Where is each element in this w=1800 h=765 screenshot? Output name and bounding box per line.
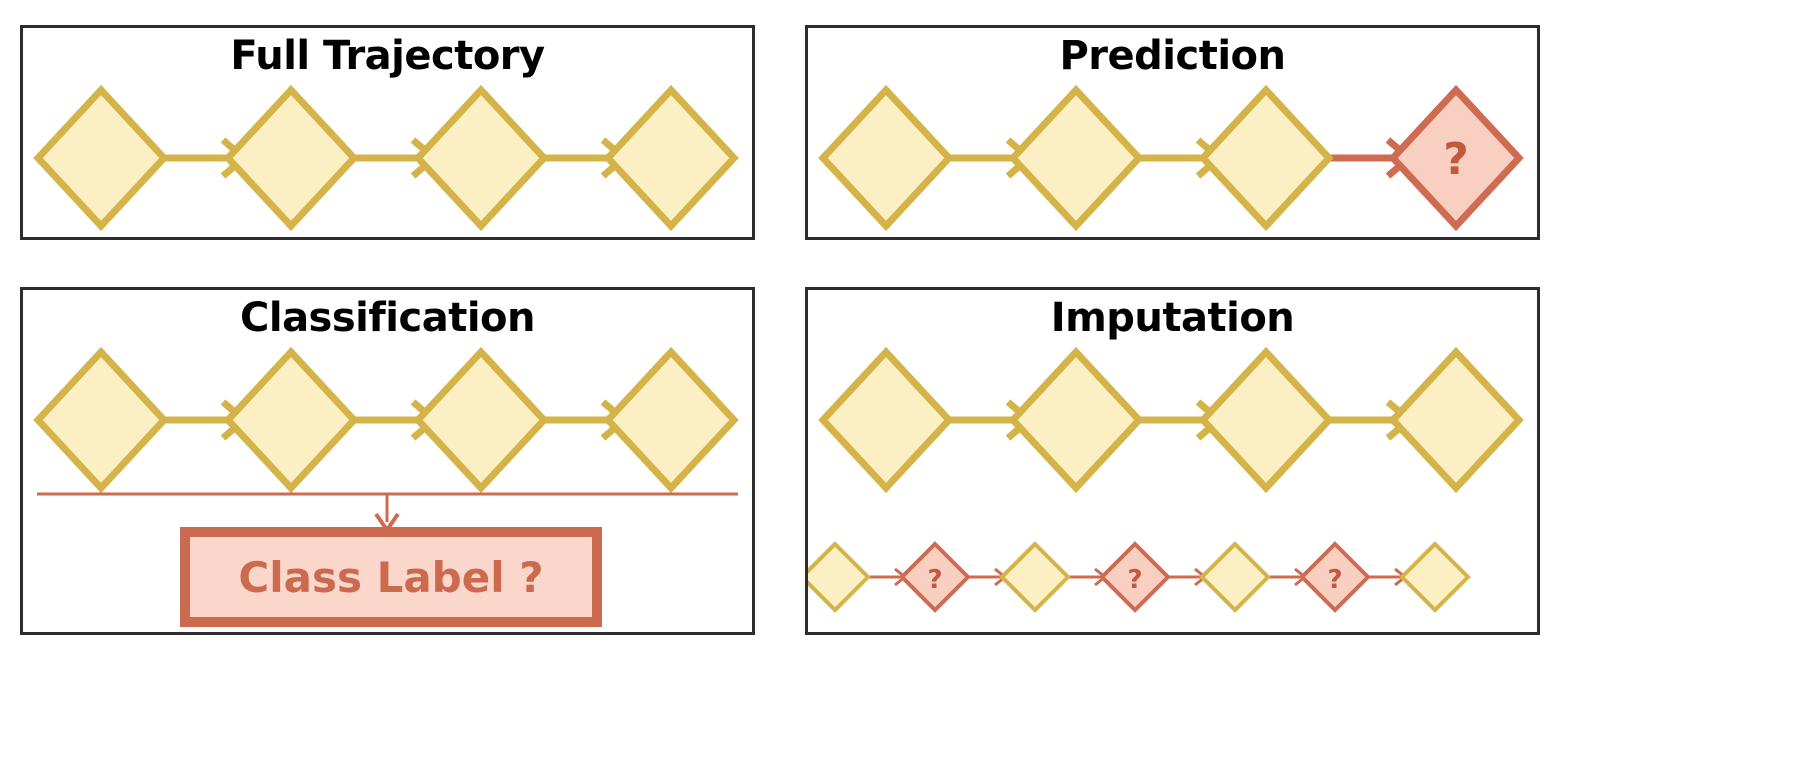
node-diamond: [603, 84, 739, 232]
node-diamond: [33, 346, 169, 494]
panel-title-full-trajectory: Full Trajectory: [230, 33, 545, 79]
panel-prediction: Prediction ?: [805, 25, 1540, 240]
sequence-node-unknown: [899, 541, 971, 613]
node-diamond: [223, 346, 359, 494]
node-diamond: [1198, 84, 1334, 232]
node-diamond: [1008, 84, 1144, 232]
node-diamond: [33, 84, 169, 232]
node-diamond: [1198, 346, 1334, 494]
panel-title-prediction: Prediction: [1059, 33, 1286, 79]
panel-imputation: Imputation: [805, 287, 1540, 635]
sequence-node-known: [999, 541, 1071, 613]
node-diamond: [413, 346, 549, 494]
prediction-diagram: ?: [818, 84, 1524, 232]
question-mark-label: ?: [927, 565, 942, 595]
sequence-node-unknown: [1299, 541, 1371, 613]
question-mark-label: ?: [1127, 565, 1142, 595]
panel-classification: Classification Class Label ?: [20, 287, 755, 635]
sequence-node-unknown: [1099, 541, 1171, 613]
imputation-diagram: ? ? ?: [808, 346, 1524, 613]
question-mark-label: ?: [1327, 565, 1342, 595]
classification-diagram: Class Label ?: [33, 346, 739, 627]
panel-full-trajectory: Full Trajectory: [20, 25, 755, 240]
node-diamond: [413, 84, 549, 232]
full-trajectory-diagram: [33, 84, 739, 232]
aggregation-connector: [37, 492, 738, 534]
node-diamond: [1008, 346, 1144, 494]
node-diamond: [818, 84, 954, 232]
node-diamond: [603, 346, 739, 494]
node-diamond: [223, 84, 359, 232]
class-label-text: Class Label ?: [238, 553, 543, 602]
sequence-node-known: [808, 541, 871, 613]
sequence-node-known: [1399, 541, 1471, 613]
sequence-node-known: [1199, 541, 1271, 613]
node-diamond: [1388, 346, 1524, 494]
node-diamond: [818, 346, 954, 494]
node-diamond-unknown: [1388, 84, 1524, 232]
panel-title-imputation: Imputation: [1050, 295, 1295, 341]
question-mark-label: ?: [1443, 134, 1469, 185]
panel-title-classification: Classification: [240, 295, 536, 341]
class-label-box: [180, 527, 602, 627]
